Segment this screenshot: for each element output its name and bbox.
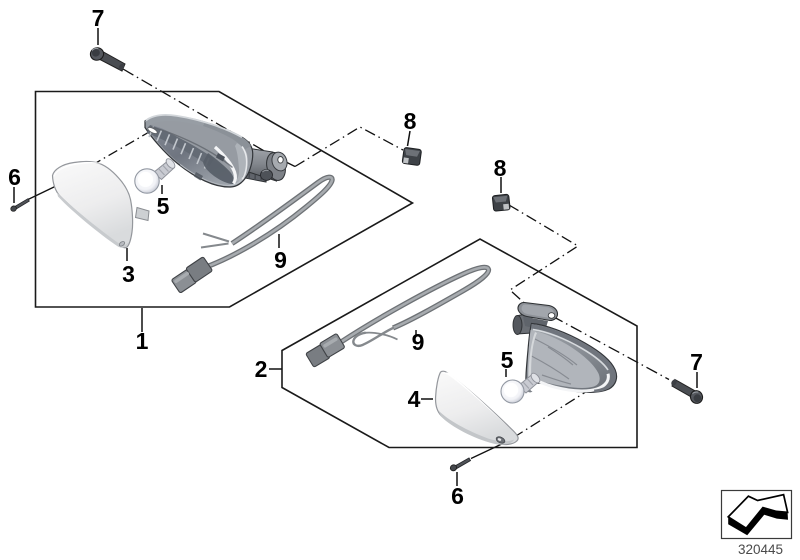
svg-text:2: 2 bbox=[255, 356, 268, 382]
svg-text:320445: 320445 bbox=[738, 542, 783, 557]
svg-text:7: 7 bbox=[92, 5, 105, 31]
svg-text:5: 5 bbox=[501, 347, 514, 373]
svg-text:4: 4 bbox=[408, 386, 421, 412]
svg-text:3: 3 bbox=[122, 261, 135, 287]
svg-text:7: 7 bbox=[690, 349, 703, 375]
svg-text:8: 8 bbox=[494, 155, 507, 181]
svg-text:6: 6 bbox=[451, 483, 464, 509]
svg-text:1: 1 bbox=[136, 328, 149, 354]
svg-text:5: 5 bbox=[157, 193, 170, 219]
svg-text:6: 6 bbox=[8, 164, 21, 190]
svg-text:9: 9 bbox=[274, 247, 287, 273]
svg-text:9: 9 bbox=[412, 329, 425, 355]
svg-text:8: 8 bbox=[404, 108, 417, 134]
